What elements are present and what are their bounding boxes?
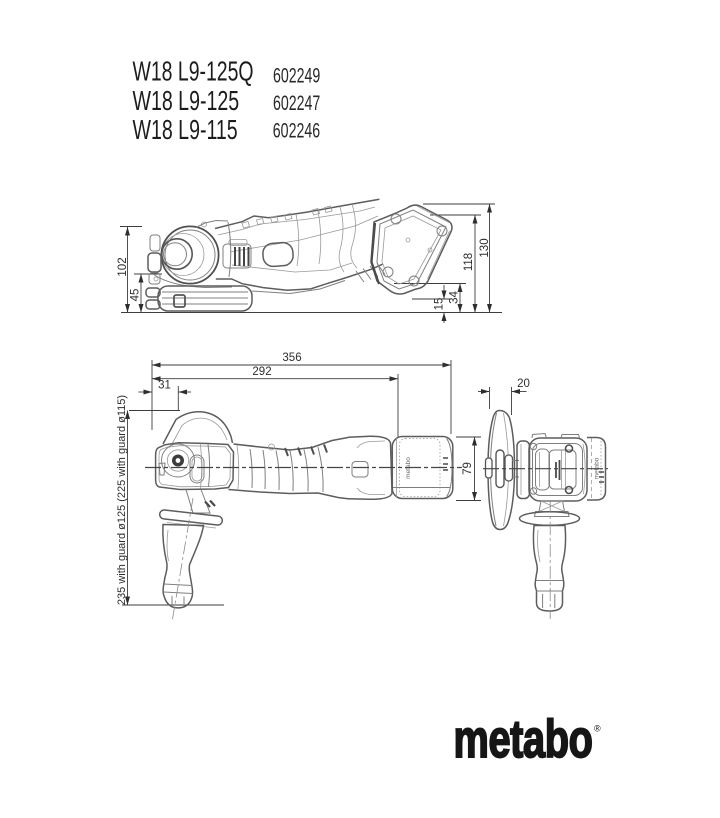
- svg-text:®: ®: [594, 724, 601, 734]
- svg-text:34: 34: [449, 291, 461, 304]
- svg-text:356: 356: [282, 352, 301, 364]
- svg-text:15: 15: [434, 298, 446, 311]
- svg-text:79: 79: [462, 462, 474, 475]
- svg-text:235 with guard ø125 (225 with: 235 with guard ø125 (225 with guard ø115…: [116, 395, 128, 605]
- svg-text:31: 31: [158, 380, 171, 392]
- svg-text:W18 L9-125: W18 L9-125: [133, 86, 240, 117]
- svg-text:602246: 602246: [273, 119, 320, 143]
- svg-text:118: 118: [463, 253, 475, 271]
- svg-text:130: 130: [479, 238, 491, 257]
- svg-text:metabo: metabo: [454, 709, 593, 768]
- svg-text:45: 45: [130, 289, 142, 302]
- svg-text:602247: 602247: [273, 91, 320, 115]
- svg-text:102: 102: [117, 257, 129, 276]
- svg-text:20: 20: [517, 378, 530, 390]
- svg-text:W18 L9-125Q: W18 L9-125Q: [133, 56, 254, 87]
- svg-text:292: 292: [252, 366, 271, 378]
- svg-text:W18 L9-115: W18 L9-115: [133, 115, 238, 146]
- svg-text:602249: 602249: [273, 64, 320, 88]
